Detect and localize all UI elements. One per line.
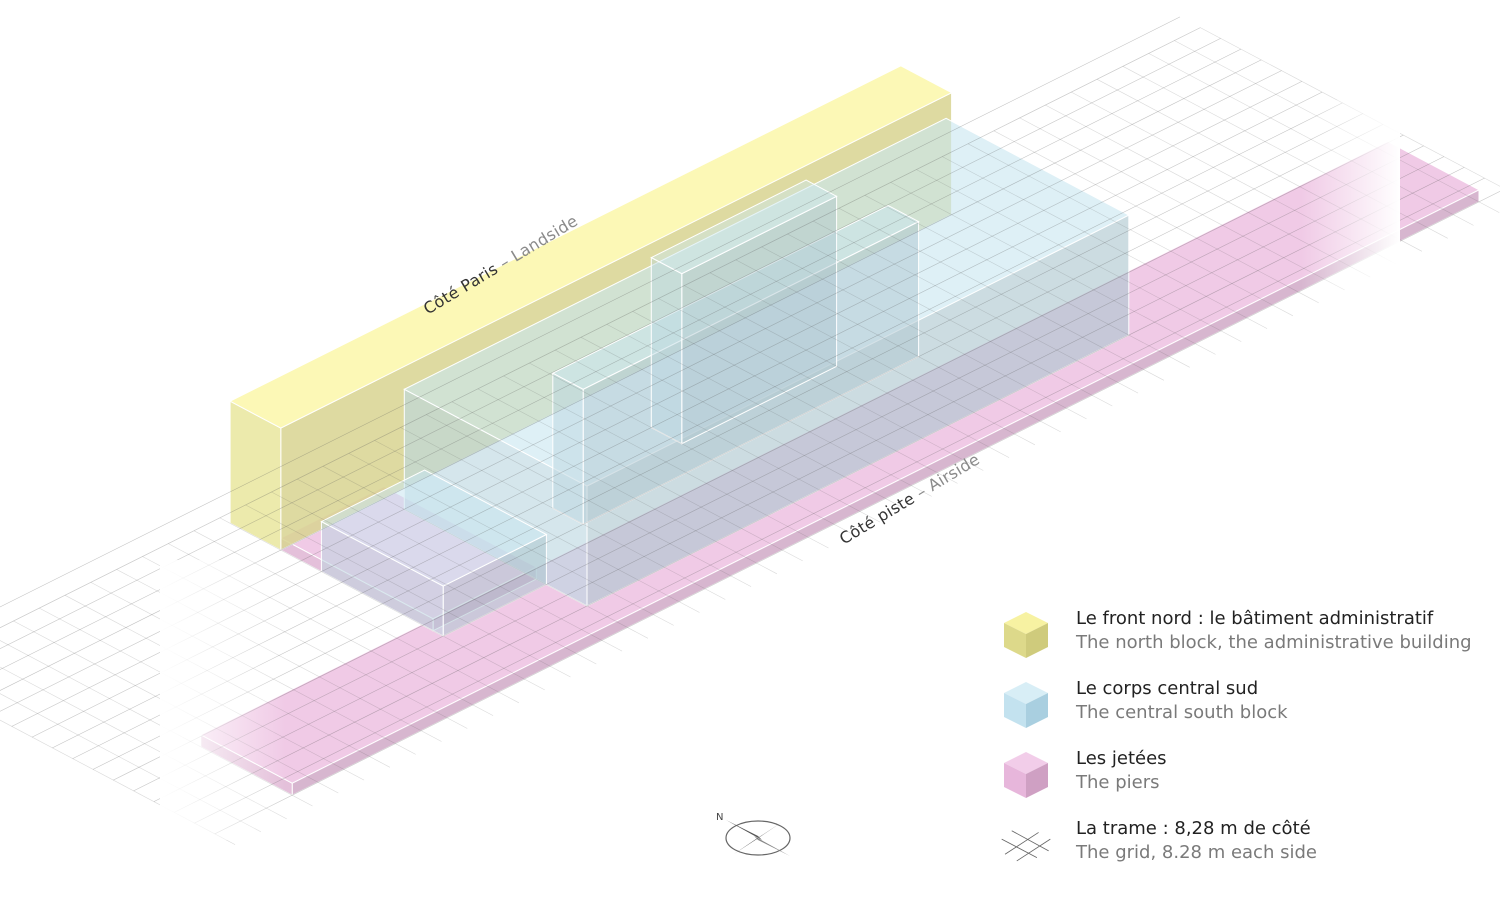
grid-line-v <box>787 233 1113 407</box>
grid-line-v <box>400 427 726 600</box>
grid-line-v <box>529 362 855 536</box>
legend-grid-en: The grid, 8.28 m each side <box>1076 842 1317 863</box>
legend-north-fr: Le front nord : le bâtiment administrati… <box>1076 608 1434 629</box>
grid-line-v <box>451 401 778 575</box>
inner-bar-2-top <box>650 179 838 275</box>
inner-bar-1-top <box>551 204 920 390</box>
grid-line-v <box>864 195 1190 368</box>
yellow-cube-icon <box>1004 612 1048 658</box>
grid-line-v <box>684 285 1010 458</box>
grid-line-v <box>322 466 649 639</box>
grid-line-v <box>580 337 907 510</box>
grid-fade <box>160 100 1400 840</box>
north-block-top <box>229 65 953 429</box>
grid-line-v <box>838 208 1165 381</box>
legend-grid-fr: La trame : 8,28 m de côté <box>1076 818 1311 839</box>
legend-central-en: The central south block <box>1076 702 1288 723</box>
grid-line-v <box>477 388 803 562</box>
legend-central-fr: Le corps central sud <box>1076 678 1259 699</box>
grid-line-v <box>632 311 958 484</box>
grid-line-v <box>555 349 881 523</box>
grid-line-u <box>0 38 1221 650</box>
legend-piers-en: The piers <box>1076 772 1160 793</box>
grid-cross-icon <box>1001 830 1051 862</box>
legend-north-block: Le front nord : le bâtiment administrati… <box>1000 608 1480 664</box>
grid-line-v <box>374 440 700 613</box>
blue-cube-icon <box>1004 682 1048 728</box>
grid-line-u <box>0 27 1201 629</box>
grid-line-v <box>761 246 1087 420</box>
grid-line-u <box>0 16 1181 608</box>
grid-line-v <box>606 324 932 497</box>
compass-icon: N <box>716 812 791 856</box>
grid-line-v <box>426 414 752 587</box>
pink-cube-icon <box>1004 752 1048 798</box>
compass-north-letter: N <box>716 812 723 823</box>
central-block-west-top <box>320 469 548 587</box>
grid-line-v <box>709 272 1036 446</box>
legend-grid: La trame : 8,28 m de côté The grid, 8.28… <box>1000 818 1480 874</box>
grid-line-v <box>735 259 1061 433</box>
legend-central-block: Le corps central sud The central south b… <box>1000 678 1480 734</box>
grid-line-v <box>890 182 1216 355</box>
grid-line-v <box>297 478 623 652</box>
legend-piers-fr: Les jetées <box>1076 748 1167 769</box>
blocks <box>229 65 1130 637</box>
inner-bar-1-side <box>552 372 584 526</box>
legend-piers: Les jetées The piers <box>1000 748 1480 804</box>
grid-line-v <box>813 220 1139 394</box>
grid-line-v <box>503 375 829 549</box>
grid-line-v <box>658 298 984 471</box>
grid-line-v <box>348 453 674 626</box>
legend-north-en: The north block, the administrative buil… <box>1076 632 1472 653</box>
